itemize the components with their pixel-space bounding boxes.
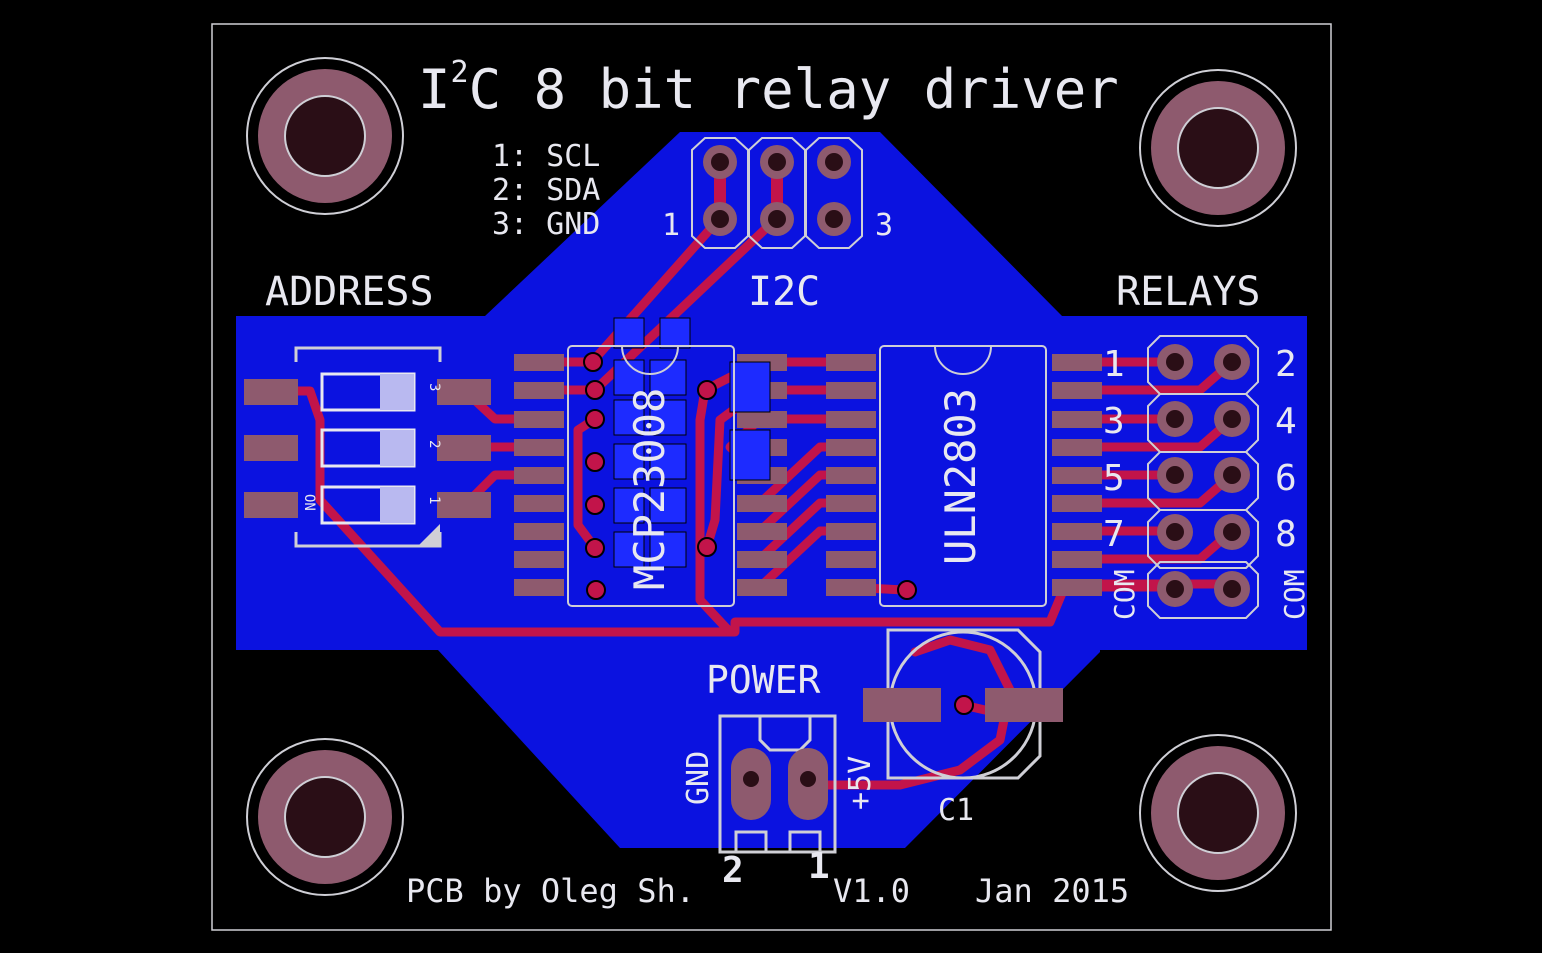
capacitor-c1 bbox=[863, 628, 1063, 780]
mcp23008-label: MCP23008 bbox=[625, 388, 674, 590]
power-label: POWER bbox=[706, 658, 821, 702]
relay-com-right-label: COM bbox=[1278, 569, 1311, 620]
power-5v-label: +5V bbox=[843, 756, 878, 810]
c1-label: C1 bbox=[938, 793, 974, 828]
relay-4-label: 4 bbox=[1275, 401, 1297, 442]
uln2803-pads bbox=[826, 354, 1102, 596]
power-pin-1-label: 1 bbox=[808, 846, 830, 887]
version-label: V1.0 bbox=[833, 872, 910, 910]
date-label: Jan 2015 bbox=[975, 872, 1129, 910]
i2c-header bbox=[691, 137, 863, 249]
mounting-hole-br bbox=[1139, 734, 1297, 892]
power-gnd-label: GND bbox=[681, 751, 716, 805]
address-dip-switch bbox=[244, 346, 491, 548]
pin-legend-scl: 1: SCL bbox=[492, 139, 600, 174]
dip-sw-2: 2 bbox=[426, 440, 442, 448]
mounting-hole-bl bbox=[246, 738, 404, 896]
pin-legend-gnd: 3: GND bbox=[492, 207, 600, 242]
i2c-pin-1-label: 1 bbox=[662, 208, 680, 243]
relay-8-label: 8 bbox=[1275, 514, 1297, 555]
pin-legend-sda: 2: SDA bbox=[492, 173, 600, 208]
i2c-label: I2C bbox=[748, 269, 820, 315]
mounting-holes bbox=[246, 57, 1297, 896]
mcp23008-bottom-pads bbox=[613, 317, 771, 568]
uln2803-outline bbox=[879, 345, 1047, 607]
vias bbox=[583, 352, 974, 715]
power-connector bbox=[718, 714, 837, 854]
relay-6-label: 6 bbox=[1275, 458, 1297, 499]
relay-7-label: 7 bbox=[1103, 514, 1125, 555]
uln2803-label: ULN2803 bbox=[936, 388, 985, 565]
mcp23008-outline bbox=[567, 345, 735, 607]
dip-on-label: ON bbox=[301, 494, 317, 511]
board-outline bbox=[211, 23, 1332, 931]
power-pin-2-label: 2 bbox=[722, 850, 744, 891]
relay-1-label: 1 bbox=[1103, 344, 1125, 385]
author-label: PCB by Oleg Sh. bbox=[406, 872, 695, 910]
address-label: ADDRESS bbox=[265, 269, 434, 315]
relay-3-label: 3 bbox=[1103, 401, 1125, 442]
dip-sw-3: 3 bbox=[426, 383, 442, 391]
dip-sw-1: 1 bbox=[426, 496, 442, 504]
silkscreen-text: I2C 8 bit relay driver 1: SCL 2: SDA 3: … bbox=[265, 55, 1311, 910]
relay-com-left-label: COM bbox=[1108, 569, 1141, 620]
relay-2-label: 2 bbox=[1275, 344, 1297, 385]
relay-5-label: 5 bbox=[1103, 458, 1125, 499]
relay-header bbox=[1147, 335, 1259, 619]
board-title: I2C 8 bit relay driver bbox=[418, 55, 1119, 121]
mounting-hole-tl bbox=[246, 57, 404, 215]
relays-label: RELAYS bbox=[1116, 269, 1261, 315]
i2c-pin-3-label: 3 bbox=[875, 208, 893, 243]
mounting-hole-tr bbox=[1139, 69, 1297, 227]
